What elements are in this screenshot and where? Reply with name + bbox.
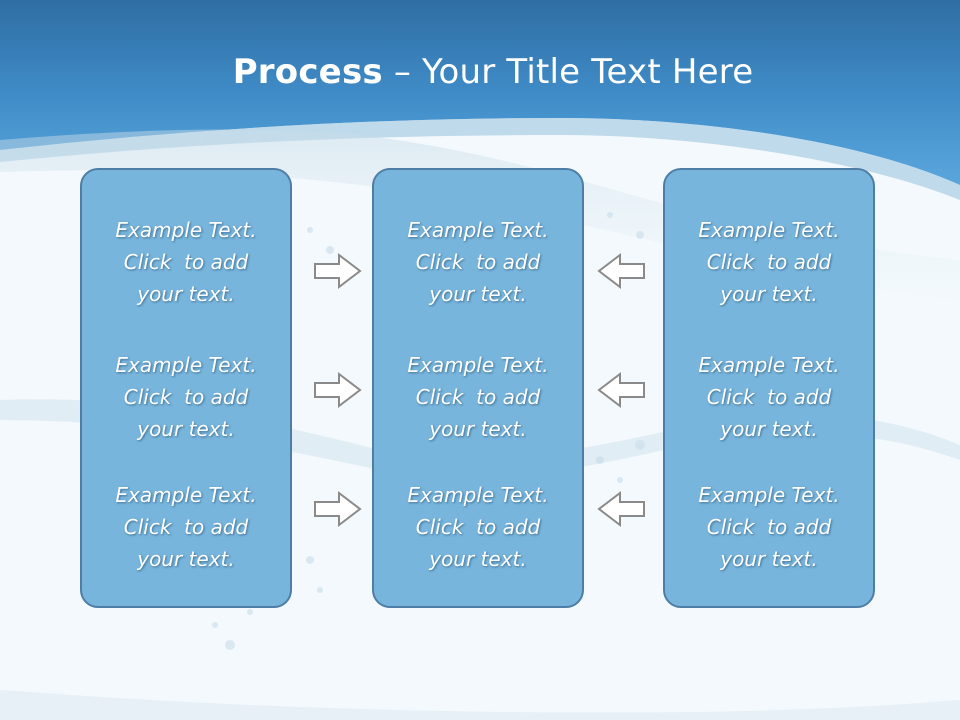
left-arrow-icon[interactable] xyxy=(596,490,646,528)
right-arrow-icon[interactable] xyxy=(313,490,363,528)
right-arrow-icon[interactable] xyxy=(313,252,363,290)
left-arrow-icon[interactable] xyxy=(596,252,646,290)
right-arrow-icon[interactable] xyxy=(313,371,363,409)
title-rest: – Your Title Text Here xyxy=(382,52,754,92)
slide-title[interactable]: Process – Your Title Text Here xyxy=(0,52,960,92)
title-bold: Process xyxy=(232,52,383,92)
left-arrow-icon[interactable] xyxy=(596,371,646,409)
